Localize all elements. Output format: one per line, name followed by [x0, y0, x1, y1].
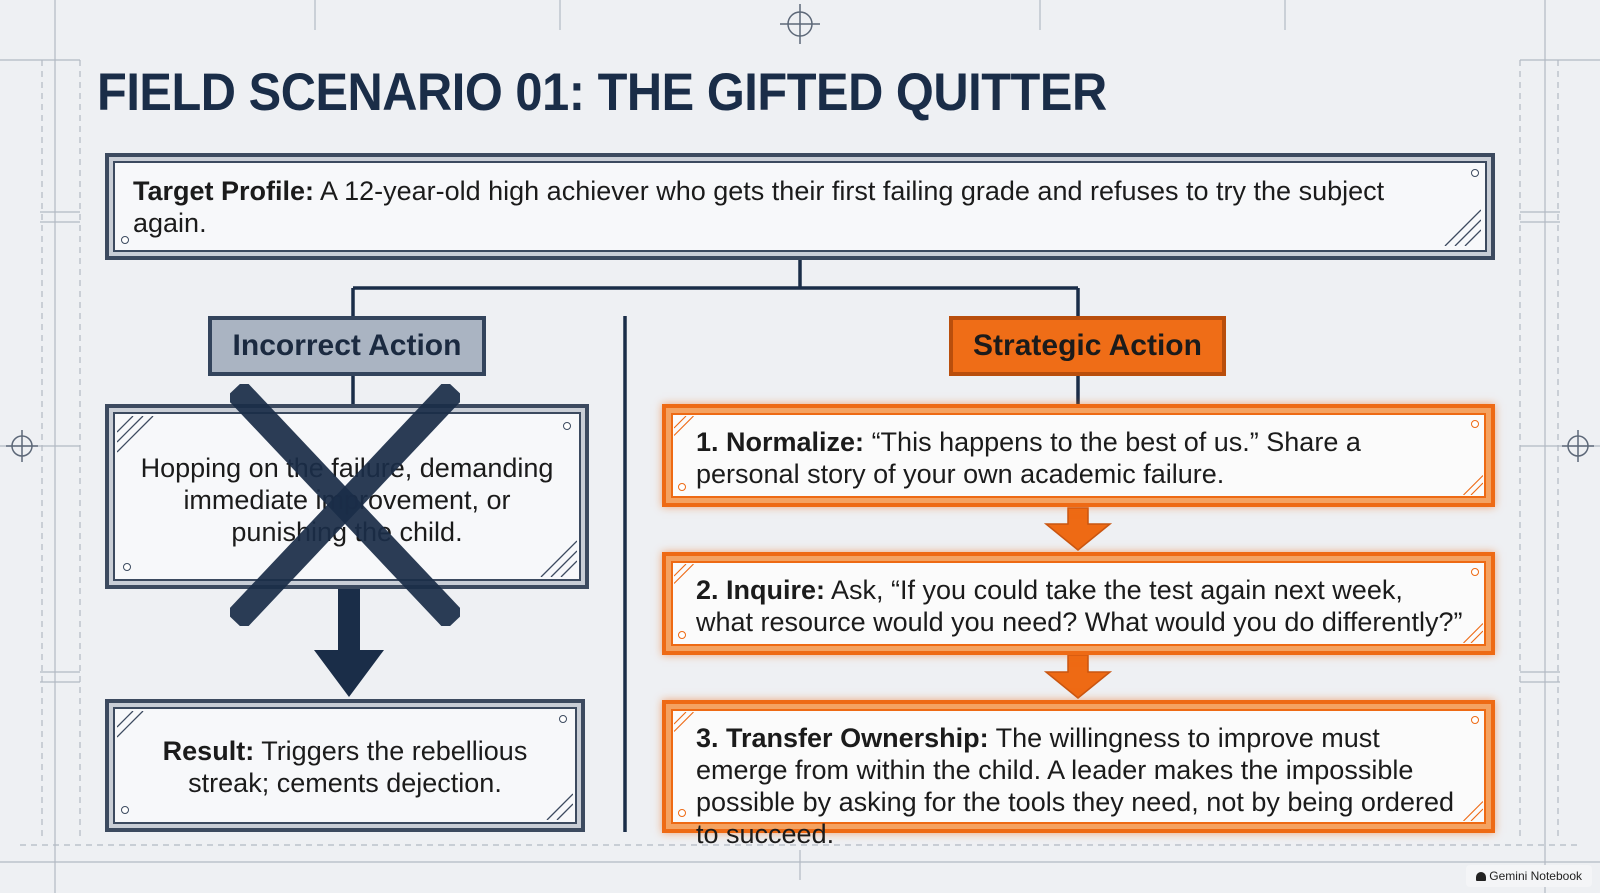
target-profile-description: A 12-year-old high achiever who gets the…: [133, 176, 1385, 238]
rivet-icon: [1471, 169, 1479, 177]
step-3-description: The willingness to improve must emerge f…: [696, 723, 1454, 849]
step-1-label: 1. Normalize:: [696, 427, 865, 457]
incorrect-action-header: Incorrect Action: [208, 316, 486, 376]
hatch-icon: [117, 711, 144, 738]
rivet-icon: [123, 563, 131, 571]
hatch-icon: [540, 540, 577, 577]
rivet-icon: [563, 422, 571, 430]
result-description: Triggers the rebellious streak; cements …: [188, 736, 528, 798]
step-2-label: 2. Inquire:: [696, 575, 826, 605]
rivet-icon: [121, 236, 129, 244]
step-3-label: 3. Transfer Ownership:: [696, 723, 989, 753]
step-2-text: 2. Inquire: Ask, “If you could take the …: [696, 574, 1465, 638]
result-box: Result: Triggers the rebellious streak; …: [105, 699, 585, 832]
hatch-icon: [1444, 209, 1481, 246]
rivet-icon: [1471, 420, 1479, 428]
badge-label: Gemini Notebook: [1489, 869, 1582, 883]
page-title: FIELD SCENARIO 01: THE GIFTED QUITTER: [97, 63, 1107, 122]
rivet-icon: [678, 631, 686, 639]
step-2-description: Ask, “If you could take the test again n…: [696, 575, 1463, 637]
rivet-icon: [1471, 568, 1479, 576]
strategic-step-3: 3. Transfer Ownership: The willingness t…: [662, 700, 1495, 849]
hatch-icon: [1463, 475, 1483, 495]
target-profile-label: Target Profile:: [133, 176, 315, 206]
rivet-icon: [559, 715, 567, 723]
gemini-notebook-badge: Gemini Notebook: [1466, 865, 1592, 887]
result-label: Result:: [162, 736, 255, 766]
hatch-icon: [1463, 801, 1483, 821]
down-arrow: [1043, 654, 1113, 699]
strategic-action-header: Strategic Action: [949, 316, 1226, 376]
result-text: Result: Triggers the rebellious streak; …: [139, 735, 551, 799]
down-arrow: [314, 587, 384, 697]
hatch-icon: [117, 416, 154, 453]
target-profile-text: Target Profile: A 12-year-old high achie…: [133, 175, 1431, 239]
hatch-icon: [674, 564, 694, 584]
hatch-icon: [674, 712, 694, 732]
hatch-icon: [674, 416, 694, 436]
hatch-icon: [1463, 623, 1483, 643]
strategic-step-1: 1. Normalize: “This happens to the best …: [662, 404, 1495, 507]
hatch-icon: [546, 793, 573, 820]
rivet-icon: [121, 806, 129, 814]
rivet-icon: [678, 809, 686, 817]
target-profile-box: Target Profile: A 12-year-old high achie…: [105, 153, 1495, 260]
notebook-icon: [1476, 872, 1487, 881]
step-3-text: 3. Transfer Ownership: The willingness t…: [696, 722, 1465, 850]
step-1-description: “This happens to the best of us.” Share …: [696, 427, 1361, 489]
strategic-step-2: 2. Inquire: Ask, “If you could take the …: [662, 552, 1495, 655]
rivet-icon: [678, 483, 686, 491]
rivet-icon: [1471, 716, 1479, 724]
step-1-text: 1. Normalize: “This happens to the best …: [696, 426, 1465, 490]
cross-out-icon: [230, 384, 460, 626]
down-arrow: [1043, 507, 1113, 551]
